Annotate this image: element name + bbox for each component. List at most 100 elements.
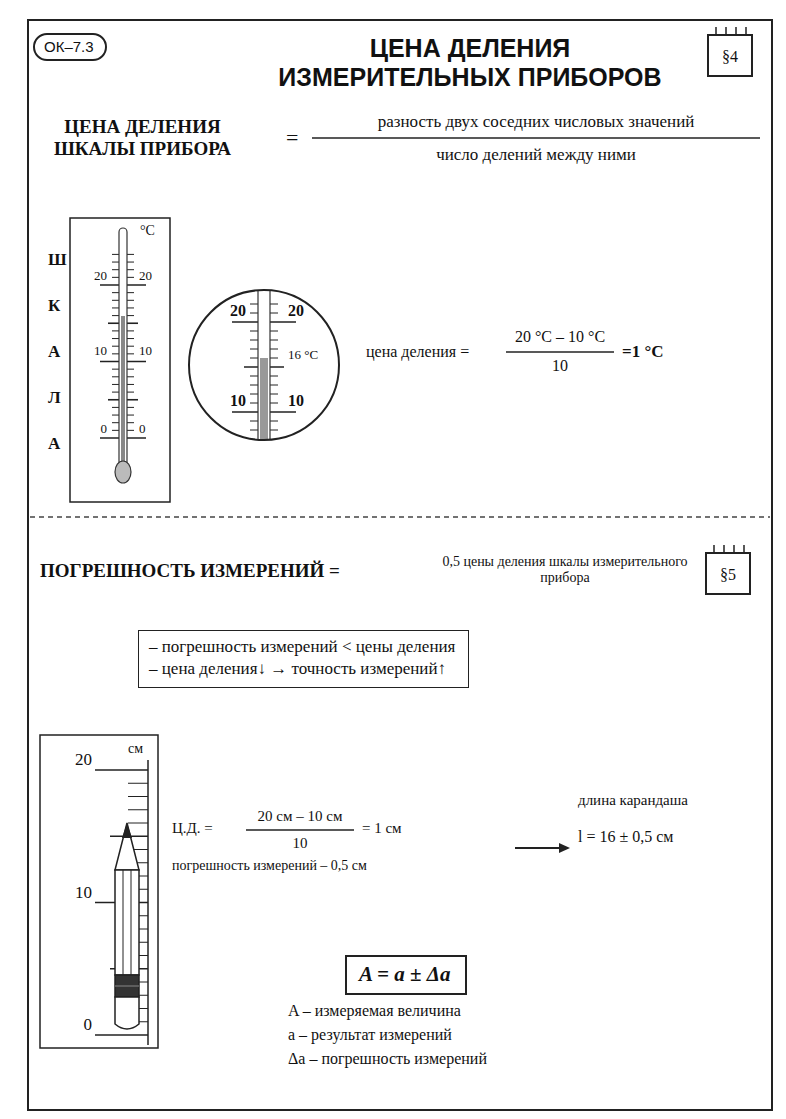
label-holder: 0,5 цены деления шкалы измерительного пр… xyxy=(440,554,690,586)
label-holder: 10 xyxy=(552,357,568,375)
result-arrow xyxy=(515,847,562,849)
label-holder: 20 xyxy=(94,269,107,284)
label-holder: 20 см – 10 см xyxy=(258,808,343,825)
label-holder: 10 xyxy=(94,344,107,359)
thermometer-tube xyxy=(119,228,127,466)
thermometer-liquid xyxy=(121,316,125,466)
label-holder: см xyxy=(128,741,143,757)
error-text: погрешность измерений – 0,5 см xyxy=(172,858,367,873)
scale-number: 10 xyxy=(139,343,152,358)
arrow-head xyxy=(559,843,570,853)
label-holder: погрешность измерений – 0,5 см xyxy=(172,858,367,874)
scale-number: 20 xyxy=(139,268,152,283)
formula-result: =1 °C xyxy=(622,342,664,361)
fraction-denominator: число делений между ними xyxy=(436,145,636,164)
formula-result: = 1 см xyxy=(362,820,402,836)
scale-letter: Л xyxy=(48,388,61,407)
scale-number: 10 xyxy=(230,392,246,409)
label-holder: l = 16 ± 0,5 см xyxy=(578,828,673,846)
unit-label: °C xyxy=(140,223,155,238)
fraction-bar xyxy=(312,137,760,139)
scale-number: 20 xyxy=(75,750,92,769)
page-frame xyxy=(28,20,772,1110)
rule-box: – погрешность измерений < цены деления– … xyxy=(138,630,469,688)
scale-number: 0 xyxy=(101,421,108,436)
label-holder: 0 xyxy=(101,422,108,437)
label-holder: А xyxy=(48,342,60,362)
node-text: – погрешность измерений < цены деления xyxy=(149,636,458,658)
scale-letter: А xyxy=(48,342,60,361)
formula-text: цена деления = xyxy=(366,343,469,360)
label-holder: число делений между ними xyxy=(436,145,636,165)
node-text: §4 xyxy=(717,48,743,66)
label-holder: A – измеряемая величина xyxy=(288,1002,461,1020)
legend-text: Δa – погрешность измерений xyxy=(288,1050,487,1067)
scale-number: 20 xyxy=(288,302,304,319)
ruler-scale xyxy=(95,770,148,1035)
legend-text: a – результат измерений xyxy=(288,1026,452,1043)
label-holder: 20 xyxy=(230,302,246,320)
scale-number: 0 xyxy=(84,1015,93,1034)
label-holder: К xyxy=(48,296,60,316)
result-caption: длина карандаша xyxy=(578,792,688,808)
scale-letter: А xyxy=(48,434,60,453)
paragraph-ref: §5 xyxy=(705,552,751,595)
label-holder: 16 °C xyxy=(288,348,318,363)
label-holder: = 1 см xyxy=(362,820,402,837)
scale-number: 20 xyxy=(230,302,246,319)
label-holder: a – результат измерений xyxy=(288,1026,452,1044)
label-holder: Л xyxy=(48,388,61,408)
label-holder: Ц.Д. = xyxy=(172,820,213,837)
label-holder: °C xyxy=(140,223,155,239)
scale-number: 20 xyxy=(94,268,107,283)
notepad-rings xyxy=(714,27,746,552)
scale-number: 10 xyxy=(288,392,304,409)
thermometer-frame xyxy=(70,218,170,502)
ruler-frame xyxy=(40,735,158,1048)
definition-term: ПОГРЕШНОСТЬ ИЗМЕРЕНИЙ = xyxy=(40,560,340,581)
label-holder: 10 xyxy=(293,835,308,852)
formula-text: Ц.Д. = xyxy=(172,820,213,836)
label-holder: длина карандаша xyxy=(578,792,688,809)
fraction-denominator: 10 xyxy=(293,835,308,851)
label-holder: 10 xyxy=(288,392,304,410)
section-divider xyxy=(30,516,770,518)
label-holder: 20 xyxy=(288,302,304,320)
unit-label: см xyxy=(128,741,143,756)
label-holder: 20 °C – 10 °C xyxy=(515,328,605,346)
fraction-denominator: 10 xyxy=(552,357,568,374)
result-value: l = 16 ± 0,5 см xyxy=(578,828,673,845)
pencil xyxy=(115,823,139,1029)
label-holder: Ш xyxy=(48,250,67,270)
label-holder: цена деления = xyxy=(366,343,469,361)
node-text: ОК–7.3 xyxy=(44,38,96,55)
label-holder: Δa – погрешность измерений xyxy=(288,1050,487,1068)
equals-sign: = xyxy=(286,125,298,150)
fraction-numerator: 20 °C – 10 °C xyxy=(515,328,605,345)
label-holder: =1 °C xyxy=(622,342,664,362)
scale-letter: К xyxy=(48,296,60,315)
fraction-numerator: разность двух соседних числовых значений xyxy=(378,112,695,131)
magnifier-circle xyxy=(189,290,339,440)
scale-number: 10 xyxy=(94,343,107,358)
definition-term: ЦЕНА ДЕЛЕНИЯ ШКАЛЫ ПРИБОРА xyxy=(54,116,231,159)
label-holder: 20 xyxy=(139,269,152,284)
page-title: ЦЕНА ДЕЛЕНИЯ ИЗМЕРИТЕЛЬНЫХ ПРИБОРОВ xyxy=(250,34,690,92)
label-holder: 20 xyxy=(75,750,92,770)
label-holder: А xyxy=(48,434,60,454)
label-holder: 0 xyxy=(139,422,146,437)
node-text: A = a ± Δa xyxy=(359,962,453,987)
scale-number: 10 xyxy=(75,883,92,902)
scale-letter: Ш xyxy=(48,250,67,269)
label-holder: 10 xyxy=(139,344,152,359)
label-holder: ЦЕНА ДЕЛЕНИЯ ШКАЛЫ ПРИБОРА xyxy=(40,116,245,160)
definition-text: 0,5 цены деления шкалы измерительного пр… xyxy=(442,554,687,585)
label-holder: 0 xyxy=(84,1015,93,1035)
label-holder: ПОГРЕШНОСТЬ ИЗМЕРЕНИЙ = xyxy=(40,560,340,582)
scale-number: 0 xyxy=(139,421,146,436)
label-holder: = xyxy=(286,125,298,150)
legend-text: A – измеряемая величина xyxy=(288,1002,461,1019)
fraction-bar xyxy=(506,351,614,353)
reading-label: 16 °C xyxy=(288,347,318,362)
thermometer-bulb xyxy=(115,461,131,483)
